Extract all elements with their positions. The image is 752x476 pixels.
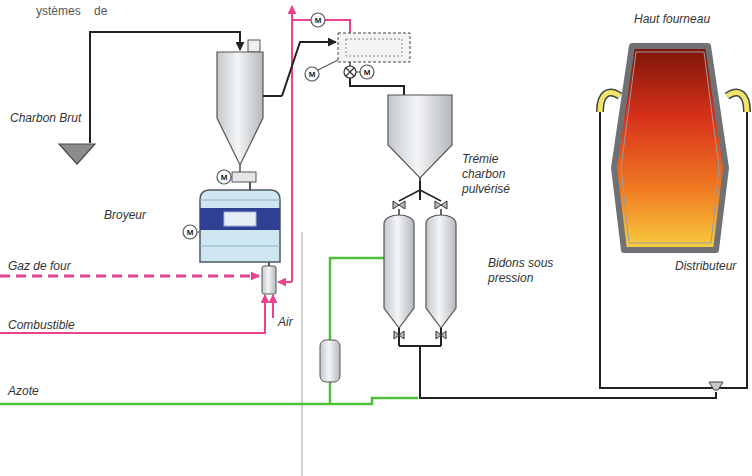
air-line bbox=[272, 295, 274, 318]
silo-outlet bbox=[239, 165, 241, 172]
hopper-feed-line bbox=[350, 78, 404, 95]
filter-bags bbox=[346, 39, 402, 56]
mill-unit: Broyeur bbox=[198, 50, 282, 264]
label-anchor: Air bbox=[278, 312, 293, 330]
node-label: Trémie charbon pulvérisé bbox=[462, 152, 522, 197]
feeder-motor bbox=[217, 170, 231, 184]
outlet-valve bbox=[436, 331, 446, 339]
mill-body bbox=[200, 190, 280, 262]
pulverized-coal-hopper: Trémie charbon pulvérisé bbox=[336, 31, 454, 181]
inlet-valve bbox=[393, 201, 405, 209]
pressure-vessel bbox=[426, 215, 456, 328]
label-anchor: M bbox=[360, 65, 374, 79]
pressure-vessel bbox=[384, 215, 414, 328]
label-anchor: M bbox=[311, 13, 325, 27]
label-anchor: Gaz de four bbox=[8, 256, 71, 274]
rotary-valve bbox=[344, 66, 356, 78]
node-label: Distributeur bbox=[675, 259, 751, 274]
node-shape bbox=[672, 255, 748, 392]
stream-label: Gaz de four bbox=[8, 259, 71, 273]
hopper-body bbox=[388, 95, 452, 178]
recycle-gas-line bbox=[291, 6, 293, 282]
hopper-triangle bbox=[59, 144, 95, 164]
motor-symbol-label: M bbox=[309, 70, 316, 79]
motor-symbol-label: M bbox=[187, 228, 194, 237]
mill-ring bbox=[200, 200, 280, 201]
coal-feeder bbox=[232, 172, 256, 182]
pipe-connector bbox=[282, 42, 336, 96]
page-rule bbox=[302, 232, 303, 476]
furnace-gas-line bbox=[0, 275, 259, 278]
tuyere-outline bbox=[727, 93, 747, 112]
outlet-manifold bbox=[399, 346, 441, 350]
furnace-lining bbox=[621, 52, 719, 243]
pipe-connector bbox=[420, 350, 716, 398]
pipe-connector bbox=[419, 181, 421, 200]
nitrogen-branch bbox=[330, 258, 384, 404]
node-shape bbox=[336, 31, 454, 181]
feeder-pipe bbox=[249, 182, 251, 190]
tuyere bbox=[600, 93, 620, 112]
mill-band bbox=[200, 208, 280, 230]
node-shape bbox=[58, 143, 96, 165]
distributor-symbol bbox=[709, 382, 723, 390]
furnace-shell bbox=[614, 46, 726, 250]
mixer bbox=[262, 266, 276, 294]
mill-motor bbox=[183, 225, 197, 239]
outlet-pipe bbox=[398, 328, 400, 346]
node-label: Bidons sous pression bbox=[488, 256, 570, 286]
motor-symbol-label: M bbox=[364, 68, 371, 77]
mill-ring bbox=[200, 246, 280, 247]
outlet-pipe bbox=[440, 328, 442, 346]
motor-symbol-label: M bbox=[315, 16, 322, 25]
node-shape bbox=[600, 38, 748, 255]
rotary-valve-cross bbox=[346, 68, 354, 76]
hopper-outlet bbox=[419, 178, 421, 181]
tuyere-outline bbox=[600, 93, 620, 112]
mill-outlet-stub bbox=[263, 95, 282, 97]
valve-motor bbox=[360, 65, 374, 79]
node-label: Haut fourneau bbox=[634, 12, 752, 27]
label-anchor: ystèmes de bbox=[36, 1, 107, 19]
motor-symbol-label: M bbox=[221, 173, 228, 182]
distributor-line bbox=[672, 387, 748, 389]
bag-filter bbox=[338, 33, 410, 62]
stream-label: Air bbox=[278, 315, 293, 329]
raw-coal-silo bbox=[217, 52, 263, 165]
node-label: Broyeur bbox=[104, 208, 188, 223]
nitrogen-line bbox=[0, 398, 418, 404]
inlet-valve bbox=[435, 201, 447, 209]
nitrogen-tank bbox=[320, 340, 340, 382]
blast-furnace: Haut fourneau bbox=[600, 38, 748, 255]
tuyere bbox=[727, 93, 747, 112]
stream-label: Combustible bbox=[8, 318, 75, 332]
page-heading-fragment: ystèmes de bbox=[36, 4, 107, 18]
label-anchor: M bbox=[217, 170, 231, 184]
recycle-return-line bbox=[278, 281, 292, 283]
filter-motor bbox=[305, 67, 319, 81]
label-anchor: M bbox=[183, 225, 197, 239]
outlet-valve bbox=[394, 331, 404, 339]
fan-motor bbox=[311, 13, 325, 27]
label-anchor: Combustible bbox=[8, 315, 75, 333]
stream-label: Azote bbox=[8, 384, 39, 398]
tuyere-line bbox=[740, 112, 747, 388]
fuel-line bbox=[0, 295, 265, 333]
label-anchor: Azote bbox=[8, 381, 39, 399]
silo-top-box bbox=[248, 40, 260, 52]
mill-window bbox=[224, 212, 256, 226]
label-anchor: M bbox=[305, 67, 319, 81]
distributor: Distributeur bbox=[672, 255, 748, 392]
coal-hopper: Charbon Brut bbox=[58, 143, 96, 165]
pressure-vessels: Bidons sous pression bbox=[381, 200, 459, 350]
node-shape bbox=[381, 200, 459, 350]
node-shape bbox=[198, 50, 282, 264]
node-label: Charbon Brut bbox=[10, 111, 48, 126]
